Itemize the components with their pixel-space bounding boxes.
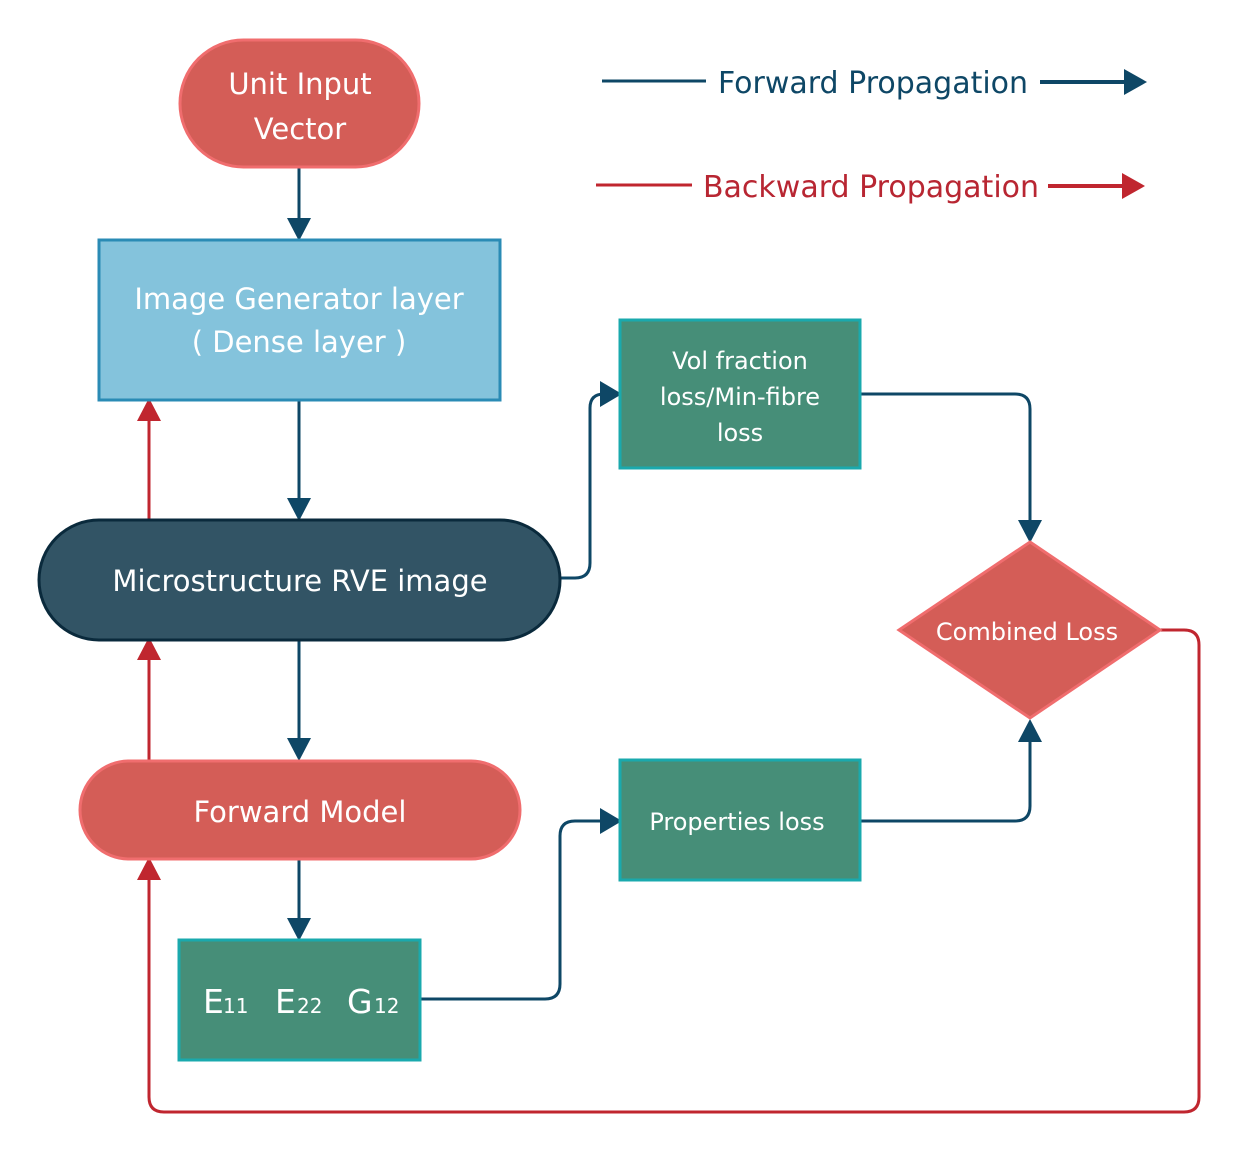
outputs-node: E 11 E 22 G 12 [177, 938, 422, 1062]
output-e22-subscript: 22 [297, 994, 322, 1018]
arrow-vol-loss-to-combined [860, 392, 1042, 543]
vol-loss-label-line1: Vol fraction [672, 347, 808, 375]
vol-loss-node: Vol fraction loss/Min-fibre loss [618, 318, 862, 470]
unit-input-label-line1: Unit Input [228, 67, 371, 101]
output-g12: G 12 [347, 982, 399, 1021]
legend-backward-arrowhead [1122, 173, 1145, 199]
unit-input-node: Unit Input Vector [178, 38, 421, 169]
arrow-rve-to-vol-loss [560, 381, 622, 580]
outputs-shape [177, 938, 422, 1062]
output-e22-symbol: E [275, 982, 296, 1021]
output-e11-symbol: E [203, 982, 224, 1021]
legend-backward-label: Backward Propagation [703, 170, 1039, 205]
output-g12-subscript: 12 [374, 994, 399, 1018]
vol-loss-shape [618, 318, 862, 470]
arrow-generator-to-rve [287, 400, 311, 521]
forward-model-shape [78, 759, 522, 861]
combined-loss-node: Combined Loss [896, 540, 1163, 720]
forward-model-label: Forward Model [194, 795, 407, 829]
properties-loss-label: Properties loss [649, 808, 824, 836]
backward-connectors [137, 398, 1201, 1114]
vol-loss-label-line2: loss/Min-fibre [660, 383, 820, 411]
output-e22: E 22 [275, 982, 322, 1021]
rve-label: Microstructure RVE image [112, 564, 487, 598]
generator-shape [97, 238, 502, 402]
legend-forward-arrowhead [1124, 69, 1147, 95]
arrow-rve-to-forward-model [287, 640, 311, 761]
arrow-forward-model-to-outputs [287, 858, 311, 941]
unit-input-label-line2: Vector [254, 112, 346, 146]
combined-loss-label: Combined Loss [936, 618, 1118, 646]
forward-model-node: Forward Model [78, 759, 522, 861]
unit-input-shape [178, 38, 421, 169]
backprop-combined-loop [137, 628, 1201, 1114]
legend: Forward Propagation Backward Propagation [596, 66, 1147, 205]
output-e11-subscript: 11 [223, 994, 248, 1018]
vol-loss-label-line3: loss [717, 419, 763, 447]
arrow-properties-loss-to-combined [860, 719, 1042, 823]
combined-loss-shape [896, 540, 1163, 720]
properties-loss-shape [618, 758, 862, 882]
output-e11: E 11 [203, 982, 248, 1021]
generator-node: Image Generator layer ( Dense layer ) [97, 238, 502, 402]
legend-forward: Forward Propagation [602, 66, 1147, 101]
rve-shape [37, 518, 562, 642]
arrow-input-to-generator [287, 167, 311, 241]
rve-node: Microstructure RVE image [37, 518, 562, 642]
backprop-forward-model-to-rve [137, 637, 161, 760]
forward-connectors [287, 167, 1042, 1001]
arrow-outputs-to-properties-loss [420, 808, 622, 1001]
backprop-rve-to-generator [137, 398, 161, 519]
legend-forward-label: Forward Propagation [718, 66, 1028, 101]
properties-loss-node: Properties loss [618, 758, 862, 882]
legend-backward: Backward Propagation [596, 170, 1145, 205]
output-g12-symbol: G [347, 982, 373, 1021]
generator-label-line1: Image Generator layer [134, 282, 463, 316]
generator-label-line2: ( Dense layer ) [192, 325, 407, 359]
